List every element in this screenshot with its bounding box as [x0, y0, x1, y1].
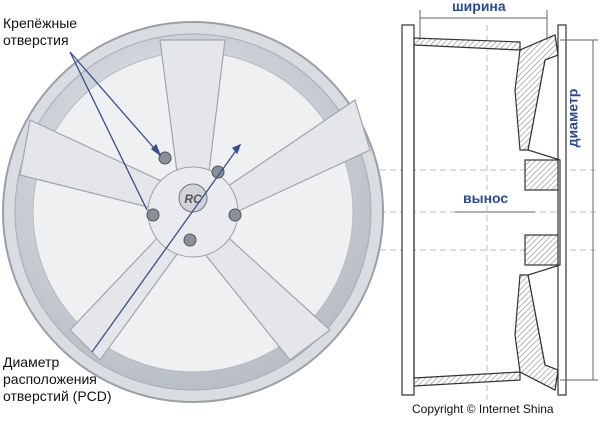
rim-cross-section — [401, 24, 567, 396]
pcd-line2: расположения — [3, 371, 97, 387]
wheel-spokes — [19, 39, 371, 361]
mount-holes-line1: Крепёжные — [3, 15, 78, 31]
pcd-line1: Диаметр — [3, 354, 60, 370]
diameter-label: диаметр — [564, 88, 581, 148]
pointer-lines — [69, 51, 242, 353]
center-cap — [178, 183, 208, 213]
pcd-label: Диаметр расположения отверстий (PCD) — [3, 354, 112, 405]
lug-holes — [146, 151, 242, 247]
width-label: ширина — [452, 0, 506, 14]
pcd-line3: отверстий (PCD) — [3, 388, 112, 404]
copyright: Copyright © Internet Shina — [412, 402, 554, 416]
offset-label: вынос — [463, 190, 509, 206]
mount-holes-label: Крепёжные отверстия — [3, 15, 77, 49]
wheel-front-view: RC — [2, 21, 384, 403]
dimension-arrows — [419, 10, 598, 381]
mount-holes-line2: отверстия — [3, 32, 69, 48]
wheel-logo: RC — [184, 192, 202, 206]
